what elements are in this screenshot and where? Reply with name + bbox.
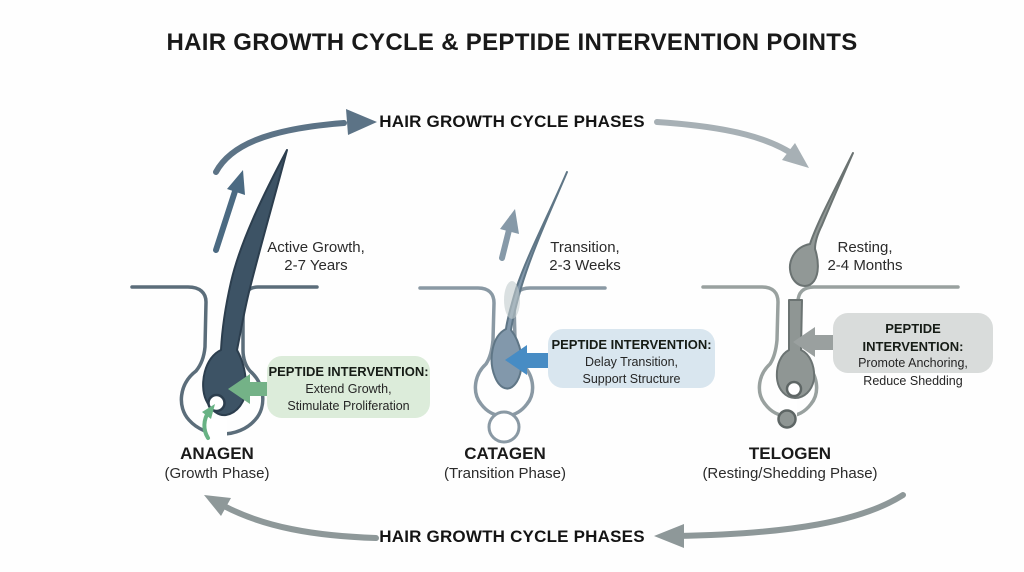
catagen-intervention-text: PEPTIDE INTERVENTION: Delay Transition, … [548, 332, 715, 389]
anagen-intervention-line1: Extend Growth, [305, 381, 392, 396]
telogen-intervention-line2: Reduce Shedding [863, 373, 963, 388]
anagen-papilla-arrowhead-icon [202, 404, 215, 419]
telogen-club-hair [789, 152, 854, 287]
catagen-transition-arrowhead-icon [500, 209, 519, 234]
cycle-label-top: HAIR GROWTH CYCLE PHASES [379, 112, 645, 131]
catagen-intervention-heading: PEPTIDE INTERVENTION: [551, 337, 712, 352]
anagen-subtitle: (Growth Phase) [164, 465, 270, 482]
page-title: HAIR GROWTH CYCLE & PEPTIDE INTERVENTION… [166, 29, 858, 56]
cycle-label-bottom: HAIR GROWTH CYCLE PHASES [379, 527, 645, 546]
cycle-arrowhead-top-right-icon [782, 143, 809, 168]
catagen-intervention-line2: Support Structure [582, 372, 681, 386]
anagen-label: ANAGEN (Growth Phase) [97, 444, 337, 483]
catagen-duration-line2: 2-3 Weeks [549, 257, 621, 274]
cycle-arrowhead-bottom-left-icon [204, 495, 231, 516]
cycle-arrow-top-left [213, 120, 347, 175]
anagen-intervention-box [267, 356, 430, 418]
anagen-hair-shaft [202, 149, 288, 417]
cycle-arrowhead-top-left-icon [346, 109, 377, 135]
telogen-intervention-text: PEPTIDE INTERVENTION: Promote Anchoring,… [833, 316, 993, 390]
telogen-intervention-heading: PEPTIDE INTERVENTION: [862, 321, 964, 354]
telogen-duration-line1: Resting, [837, 239, 893, 256]
catagen-intervention-box [548, 329, 715, 388]
anagen-duration-line1: Active Growth, [267, 239, 365, 256]
catagen-intervention-arrow-icon [505, 345, 549, 375]
anagen-name: ANAGEN [180, 444, 254, 463]
anagen-intervention-text: PEPTIDE INTERVENTION: Extend Growth, Sti… [267, 359, 430, 416]
catagen-intervention-line1: Delay Transition, [584, 354, 679, 369]
telogen-subtitle: (Resting/Shedding Phase) [702, 465, 878, 482]
anagen-growth-arrow [213, 179, 241, 253]
anagen-intervention-arrow-icon [228, 374, 269, 404]
catagen-regressing-sac [487, 410, 521, 444]
catagen-keratinized-zone [504, 281, 520, 319]
telogen-follicle-remnant [775, 299, 816, 399]
catagen-name: CATAGEN [464, 444, 546, 463]
anagen-wall-opening [206, 419, 227, 441]
catagen-duration: Transition, 2-3 Weeks [510, 239, 660, 275]
telogen-dermal-papilla [785, 380, 803, 398]
anagen-duration-line2: 2-7 Years [284, 257, 348, 274]
cycle-arrowhead-bottom-right-icon [654, 524, 684, 548]
telogen-intervention-line1: Promote Anchoring, [858, 356, 968, 370]
anagen-intervention-heading: PEPTIDE INTERVENTION: [268, 364, 429, 379]
catagen-subtitle: (Transition Phase) [444, 465, 566, 482]
anagen-growth-arrowhead-icon [227, 170, 245, 195]
cycle-arrow-top-right [654, 119, 800, 160]
telogen-detached-papilla-dot [777, 409, 797, 429]
telogen-name: TELOGEN [748, 444, 832, 463]
cycle-arrow-bottom-right [673, 492, 906, 539]
telogen-duration: Resting, 2-4 Months [790, 239, 940, 275]
anagen-duration: Active Growth, 2-7 Years [241, 239, 391, 275]
telogen-label: TELOGEN (Resting/Shedding Phase) [650, 444, 930, 483]
telogen-intervention-box [833, 313, 993, 373]
catagen-label: CATAGEN (Transition Phase) [385, 444, 625, 483]
telogen-duration-line2: 2-4 Months [827, 257, 903, 274]
cycle-arrow-bottom-left [221, 503, 379, 541]
catagen-duration-line1: Transition, [550, 239, 620, 256]
telogen-intervention-arrow-icon [793, 327, 836, 357]
anagen-intervention-line2: Stimulate Proliferation [287, 399, 410, 413]
